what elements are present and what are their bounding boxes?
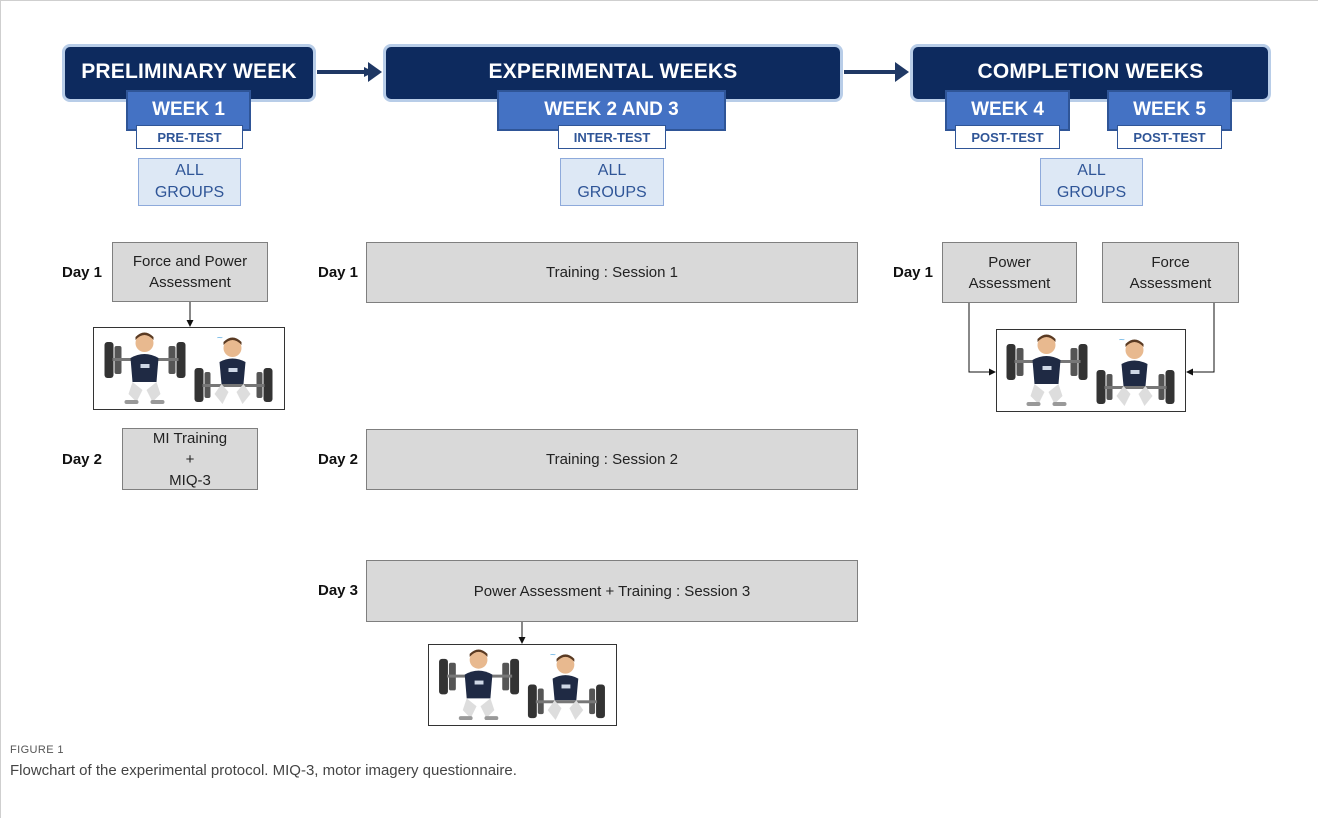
lifters-image-preliminary xyxy=(93,327,285,410)
figure-caption: Flowchart of the experimental protocol. … xyxy=(10,762,517,779)
week-4-box: WEEK 4 xyxy=(945,90,1070,131)
phase-preliminary-label: PRELIMINARY WEEK xyxy=(81,60,297,83)
all-groups-experimental: ALL GROUPS xyxy=(560,158,664,206)
training-session-1-box: Training : Session 1 xyxy=(366,242,858,303)
mi-training-line1: MI Training xyxy=(152,429,228,447)
day-1-label-preliminary: Day 1 xyxy=(62,264,103,281)
training-session-2-box: Training : Session 2 xyxy=(366,429,858,490)
weightlifters-illustration xyxy=(997,330,1184,410)
session-3-label: Power Assessment + Training : Session 3 xyxy=(473,582,751,600)
power-assessment-line1: Power xyxy=(988,253,1031,271)
all-groups-line2: GROUPS xyxy=(154,184,225,201)
mi-training-miq3-box: MI Training + MIQ-3 xyxy=(122,428,258,490)
phase-experimental-label: EXPERIMENTAL WEEKS xyxy=(488,60,738,83)
day-3-label-experimental: Day 3 xyxy=(318,582,359,599)
figure-frame-top xyxy=(0,0,1318,1)
arrow-session-3-to-image xyxy=(518,622,526,644)
arrow-power-to-image xyxy=(968,303,996,376)
pre-test-label-box: PRE-TEST xyxy=(136,125,243,149)
power-assessment-line2: Assessment xyxy=(968,274,1051,292)
all-groups-preliminary: ALL GROUPS xyxy=(138,158,241,206)
force-power-assessment-box: Force and Power Assessment xyxy=(112,242,268,302)
weightlifters-illustration xyxy=(429,645,615,724)
mi-training-line3: MIQ-3 xyxy=(169,471,211,489)
inter-test-label-box: INTER-TEST xyxy=(558,125,666,149)
lifters-image-session-3 xyxy=(428,644,617,726)
week-5-box: WEEK 5 xyxy=(1107,90,1232,131)
post-test-week-4-box: POST-TEST xyxy=(955,125,1060,149)
week-2-3-label: WEEK 2 AND 3 xyxy=(544,99,679,120)
arrow-force-to-image xyxy=(1186,303,1215,376)
day-2-label-experimental: Day 2 xyxy=(318,451,359,468)
all-groups-line1: ALL xyxy=(1077,162,1106,179)
phase-arrow-2 xyxy=(844,62,909,82)
all-groups-line2: GROUPS xyxy=(577,184,647,201)
day-2-label-preliminary: Day 2 xyxy=(62,451,103,468)
phase-arrow-1 xyxy=(317,62,382,82)
power-assessment-box: Power Assessment xyxy=(942,242,1077,303)
week-4-label: WEEK 4 xyxy=(971,99,1044,120)
all-groups-line1: ALL xyxy=(597,162,627,179)
week-5-label: WEEK 5 xyxy=(1133,99,1206,120)
figure-label: FIGURE 1 xyxy=(10,744,64,756)
force-power-line1: Force and Power xyxy=(132,253,248,270)
week-1-label: WEEK 1 xyxy=(152,99,225,120)
force-assessment-line2: Assessment xyxy=(1129,274,1212,292)
all-groups-line2: GROUPS xyxy=(1056,184,1127,201)
post-test-week-5-box: POST-TEST xyxy=(1117,125,1222,149)
phase-completion-label: COMPLETION WEEKS xyxy=(977,60,1204,83)
force-power-line2: Assessment xyxy=(149,274,231,291)
lifters-image-completion xyxy=(996,329,1186,412)
mi-training-line2: + xyxy=(185,450,195,468)
arrow-force-power-to-image xyxy=(186,302,194,327)
force-assessment-line1: Force xyxy=(1151,253,1190,271)
day-1-label-experimental: Day 1 xyxy=(318,264,359,281)
power-assessment-session-3-box: Power Assessment + Training : Session 3 xyxy=(366,560,858,622)
pre-test-label: PRE-TEST xyxy=(157,129,222,145)
post-test-week-4-label: POST-TEST xyxy=(971,129,1044,145)
all-groups-completion: ALL GROUPS xyxy=(1040,158,1143,206)
all-groups-line1: ALL xyxy=(175,162,204,179)
inter-test-label: INTER-TEST xyxy=(573,129,651,145)
session-2-label: Training : Session 2 xyxy=(545,451,678,468)
weightlifters-illustration xyxy=(94,328,283,408)
force-assessment-box: Force Assessment xyxy=(1102,242,1239,303)
post-test-week-5-label: POST-TEST xyxy=(1133,129,1206,145)
session-1-label: Training : Session 1 xyxy=(545,264,678,281)
figure-frame-left xyxy=(0,0,1,818)
week-2-3-box: WEEK 2 AND 3 xyxy=(497,90,726,131)
day-1-label-completion: Day 1 xyxy=(893,264,934,281)
